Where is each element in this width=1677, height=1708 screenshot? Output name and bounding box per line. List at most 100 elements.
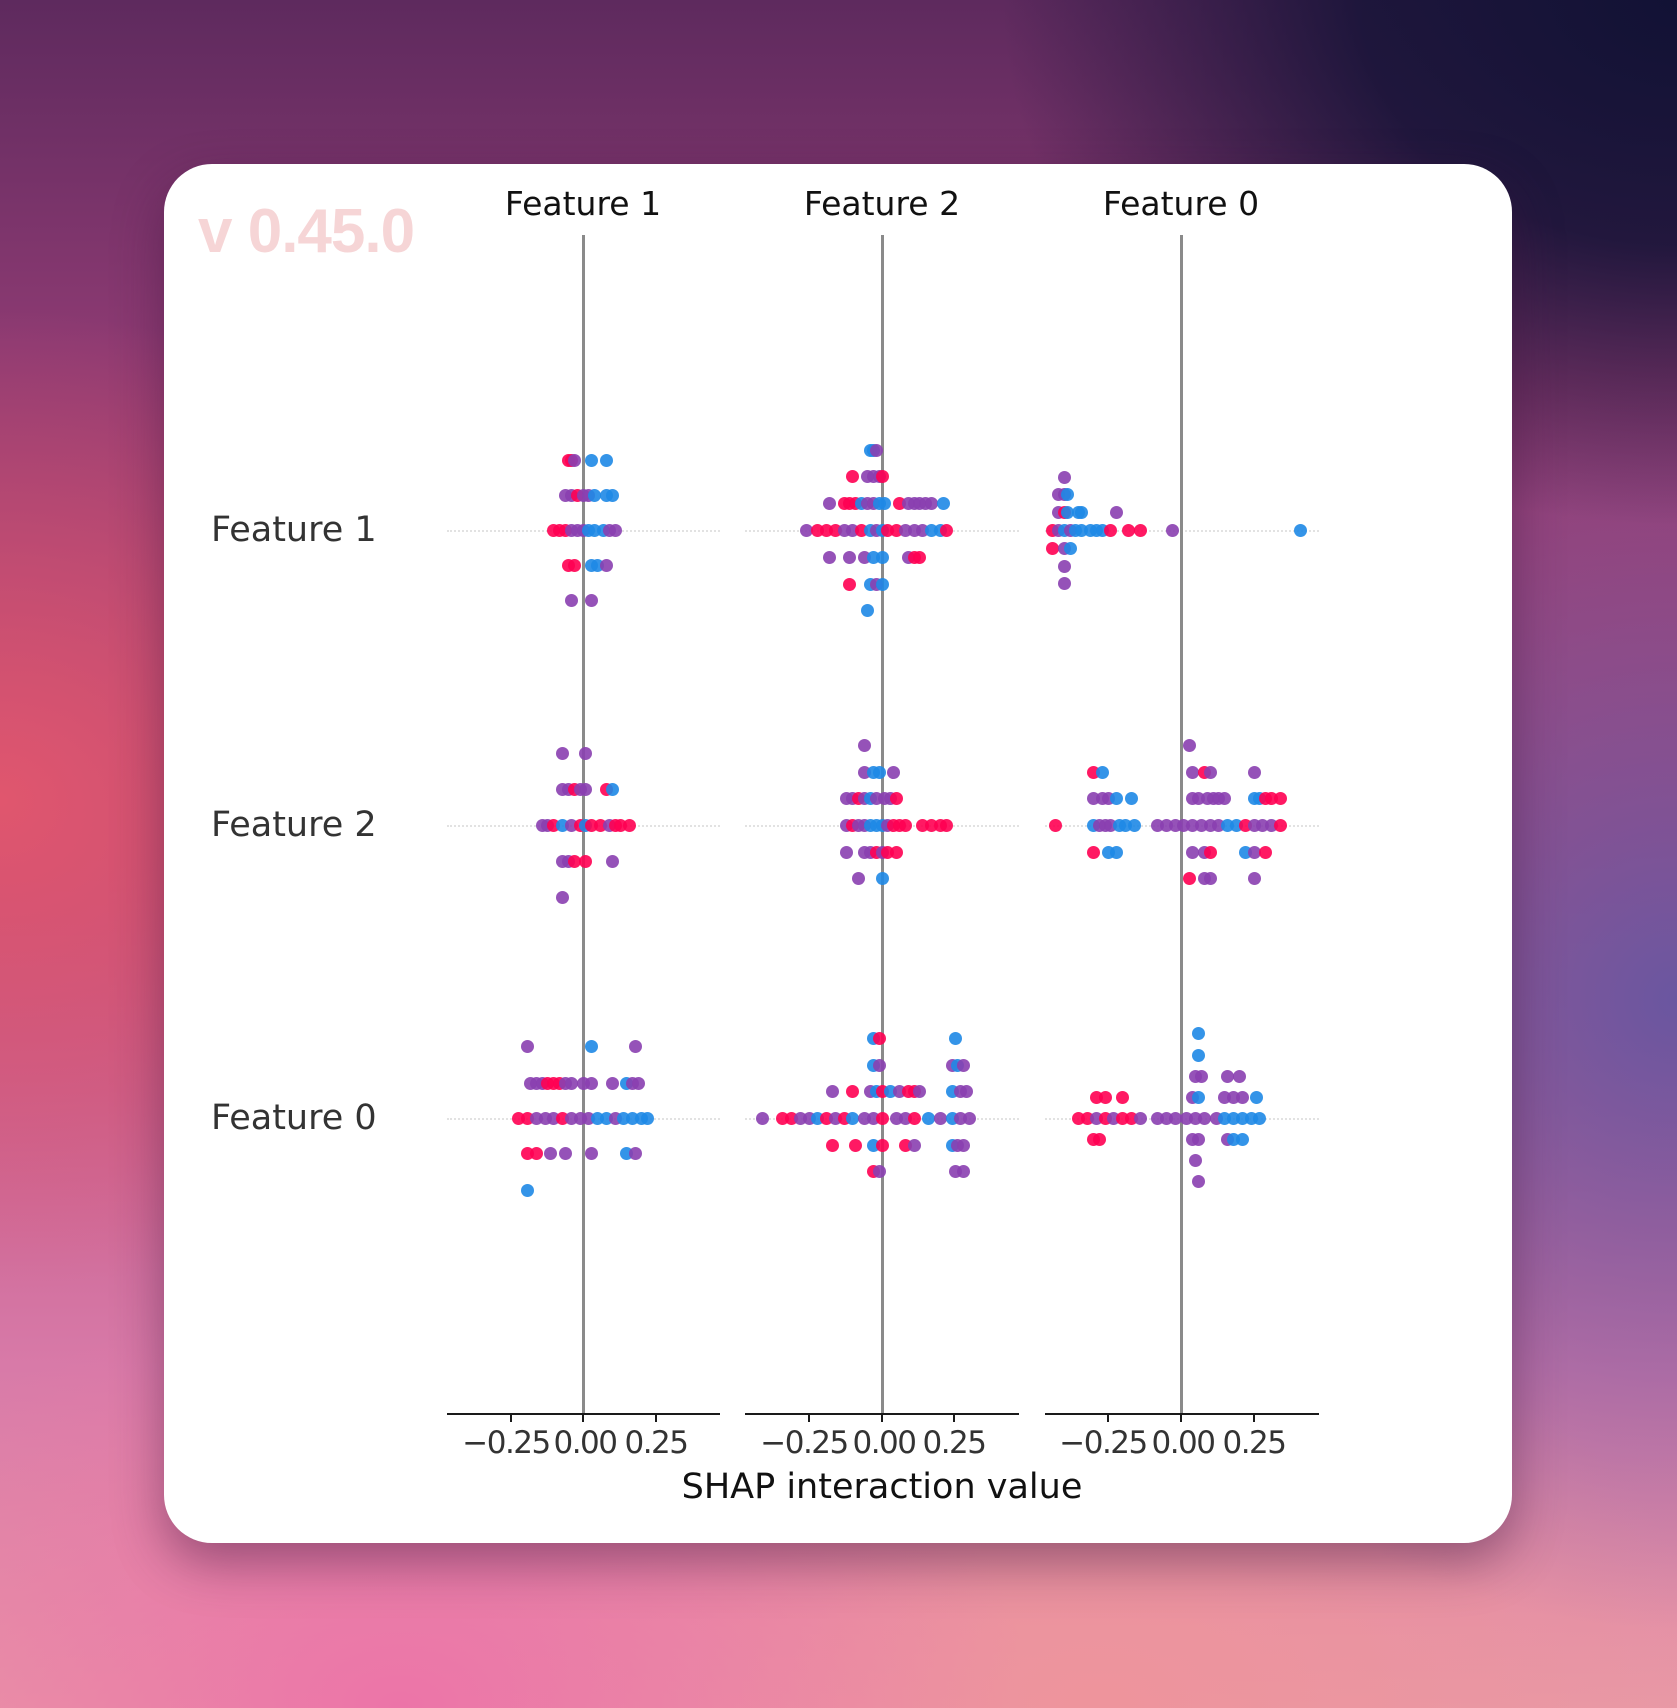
data-point	[1189, 1153, 1203, 1167]
data-point	[1046, 541, 1060, 555]
data-point	[887, 765, 901, 779]
x-tick-label: 0.00	[553, 1425, 618, 1461]
data-point	[1253, 1111, 1267, 1125]
data-point	[825, 1138, 839, 1152]
x-tick-label: 0.00	[1151, 1425, 1216, 1461]
column-title-feature-0: Feature 0	[1102, 184, 1260, 223]
data-point	[585, 453, 599, 467]
data-point	[1110, 791, 1124, 805]
row-label-feature-1: Feature 1	[211, 510, 377, 550]
data-point	[564, 1076, 578, 1090]
data-point	[1127, 818, 1141, 832]
x-tick-label: 0.00	[852, 1425, 917, 1461]
data-point	[890, 791, 904, 805]
data-point	[957, 1164, 971, 1178]
data-point	[960, 1084, 974, 1098]
data-point	[1095, 765, 1109, 779]
data-point	[585, 1076, 599, 1090]
data-point	[843, 577, 857, 591]
data-point	[1250, 1090, 1264, 1104]
data-point	[556, 890, 570, 904]
data-point	[849, 1138, 863, 1152]
x-tick	[953, 1414, 955, 1422]
data-point	[890, 845, 904, 859]
data-point	[875, 577, 889, 591]
data-point	[640, 1111, 654, 1125]
x-tick	[582, 1414, 584, 1422]
data-point	[913, 550, 927, 564]
x-tick-label: 0.25	[624, 1425, 689, 1461]
data-point	[869, 443, 883, 457]
x-tick	[1107, 1414, 1109, 1422]
data-point	[872, 1058, 886, 1072]
data-point	[913, 1084, 927, 1098]
data-point	[1197, 1111, 1211, 1125]
data-point	[1203, 845, 1217, 859]
data-point	[860, 603, 874, 617]
data-point	[544, 1146, 558, 1160]
data-point	[846, 1111, 860, 1125]
data-point	[629, 1146, 643, 1160]
data-point	[1133, 1111, 1147, 1125]
data-point	[799, 523, 813, 537]
data-point	[1086, 845, 1100, 859]
data-point	[1247, 871, 1261, 885]
data-point	[1104, 523, 1118, 537]
data-point	[1124, 791, 1138, 805]
data-point	[907, 1111, 921, 1125]
column-title-feature-1: Feature 1	[504, 184, 662, 223]
data-point	[933, 1111, 947, 1125]
data-point	[599, 558, 613, 572]
data-point	[629, 1039, 643, 1053]
data-point	[605, 782, 619, 796]
data-point	[1247, 845, 1261, 859]
data-point	[939, 818, 953, 832]
x-tick	[655, 1414, 657, 1422]
data-point	[840, 845, 854, 859]
data-point	[846, 469, 860, 483]
data-point	[1057, 559, 1071, 573]
data-point	[521, 1039, 535, 1053]
data-point	[605, 1076, 619, 1090]
data-point	[558, 1146, 572, 1160]
data-point	[1186, 845, 1200, 859]
x-tick-label: −0.25	[1059, 1425, 1148, 1461]
data-point	[1110, 505, 1124, 519]
data-point	[843, 550, 857, 564]
data-point	[529, 1146, 543, 1160]
data-point	[623, 818, 637, 832]
data-point	[1092, 1132, 1106, 1146]
data-point	[1165, 523, 1179, 537]
x-tick	[1180, 1414, 1182, 1422]
data-point	[567, 854, 581, 868]
data-point	[579, 782, 593, 796]
data-point	[1218, 791, 1232, 805]
data-point	[567, 558, 581, 572]
version-badge: v 0.45.0	[198, 197, 415, 266]
data-point	[556, 746, 570, 760]
data-point	[878, 496, 892, 510]
data-point	[1183, 738, 1197, 752]
data-point	[1192, 1174, 1206, 1188]
data-point	[631, 1076, 645, 1090]
data-point	[1194, 1069, 1208, 1083]
data-point	[922, 1111, 936, 1125]
x-axis-panel-3	[1045, 1413, 1319, 1415]
data-point	[822, 496, 836, 510]
data-point	[846, 1084, 860, 1098]
data-point	[1063, 541, 1077, 555]
data-point	[521, 1183, 535, 1197]
data-point	[822, 550, 836, 564]
data-point	[957, 1058, 971, 1072]
data-point	[1121, 523, 1135, 537]
data-point	[1235, 1132, 1249, 1146]
data-point	[957, 1138, 971, 1152]
data-point	[585, 1146, 599, 1160]
data-point	[1116, 1090, 1130, 1104]
data-point	[1186, 765, 1200, 779]
data-point	[1168, 1111, 1182, 1125]
data-point	[1057, 470, 1071, 484]
x-tick	[881, 1414, 883, 1422]
data-point	[1235, 1090, 1249, 1104]
data-point	[1192, 1026, 1206, 1040]
